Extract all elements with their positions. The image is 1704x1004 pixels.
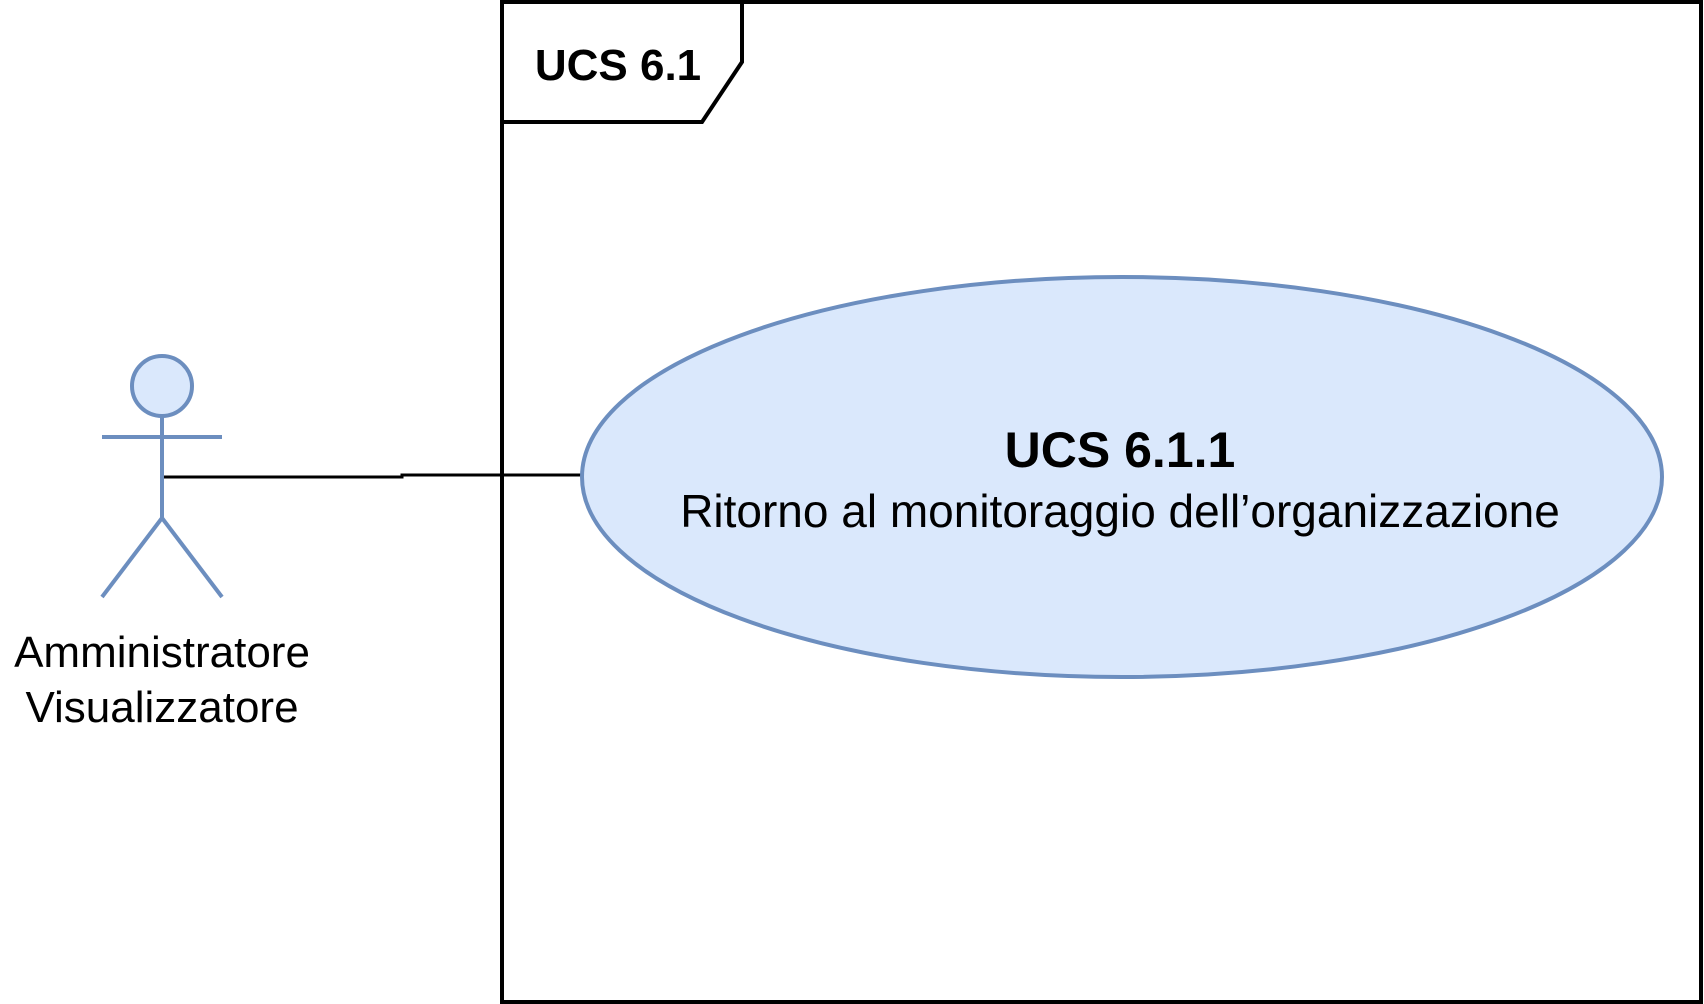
system-frame-label: UCS 6.1 <box>535 41 701 90</box>
use-case-id: UCS 6.1.1 <box>1005 422 1236 478</box>
actor-right-leg <box>160 516 224 599</box>
use-case-ellipse[interactable] <box>580 275 1664 679</box>
system-frame-tab <box>500 0 744 124</box>
use-case-title: Ritorno al monitoraggio dell’organizzazi… <box>680 485 1560 537</box>
actor-left-leg <box>100 516 164 599</box>
actor-head <box>130 354 194 418</box>
actor-name-line2: Visualizzatore <box>25 683 298 732</box>
association-line <box>162 473 582 479</box>
actor-figure[interactable] <box>100 354 224 599</box>
actor-name-line1: Amministratore <box>14 628 310 677</box>
